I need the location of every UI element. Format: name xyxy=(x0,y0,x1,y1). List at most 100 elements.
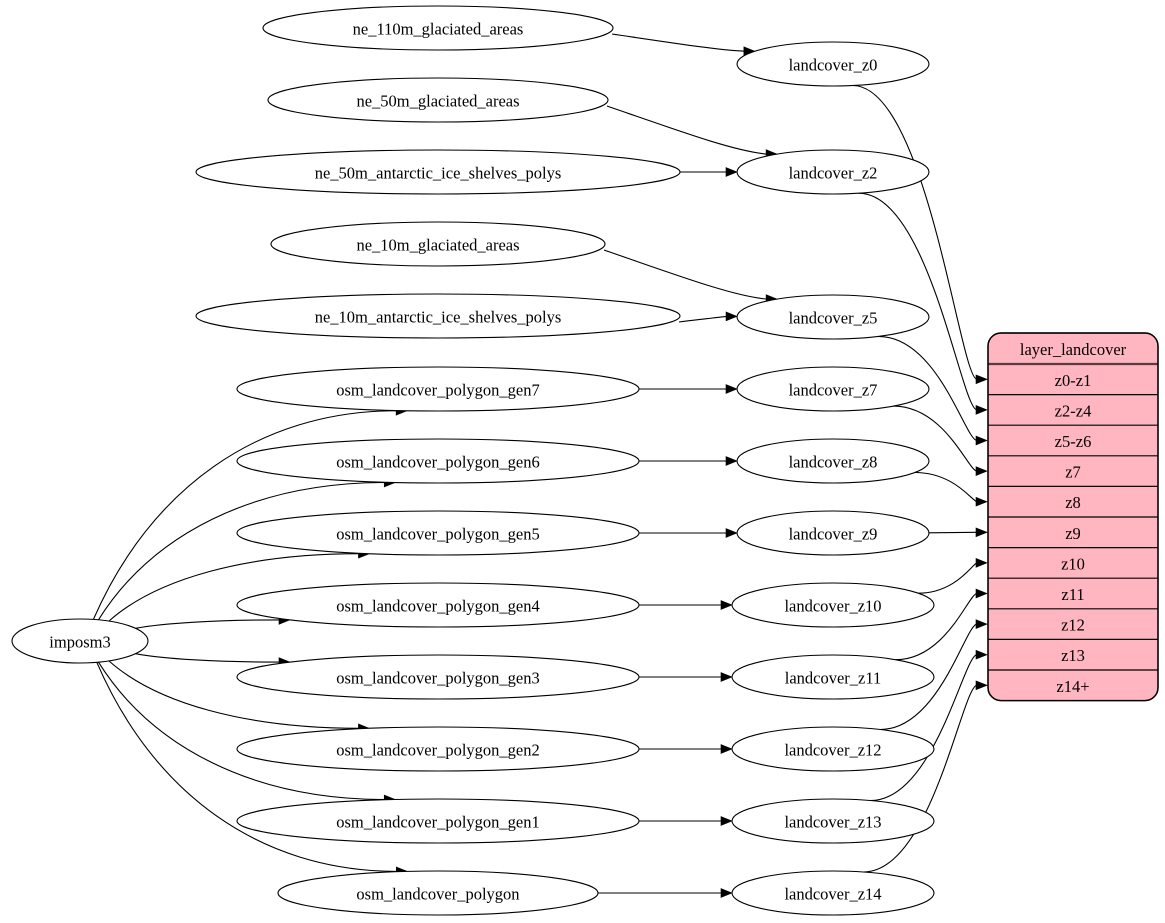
edge-landcover-to-table-row xyxy=(858,192,978,411)
node-landcover-z7[interactable]: landcover_z7 xyxy=(736,366,930,412)
node-shape xyxy=(236,582,640,628)
node-landcover-z9[interactable]: landcover_z9 xyxy=(736,510,930,556)
node-landcover-z10[interactable]: landcover_z10 xyxy=(731,582,935,628)
edge-arrowhead xyxy=(975,466,988,476)
node-label: landcover_z11 xyxy=(785,669,882,688)
table-row-label: z12 xyxy=(1061,616,1085,635)
node-osm-landcover-polygon-gen7[interactable]: osm_landcover_polygon_gen7 xyxy=(236,366,640,412)
node-osm-landcover-polygon-gen5[interactable]: osm_landcover_polygon_gen5 xyxy=(236,510,640,556)
node-shape xyxy=(736,366,930,412)
edge-arrowhead xyxy=(975,588,988,599)
node-landcover-z13[interactable]: landcover_z13 xyxy=(731,798,935,844)
node-osm-landcover-polygon-gen1[interactable]: osm_landcover_polygon_gen1 xyxy=(236,798,640,844)
node-label: landcover_z14 xyxy=(784,885,881,904)
node-label: landcover_z13 xyxy=(784,813,881,832)
node-landcover-z0[interactable]: landcover_z0 xyxy=(736,41,930,87)
node-landcover-z2[interactable]: landcover_z2 xyxy=(736,149,930,195)
node-shape xyxy=(236,726,640,772)
node-label: osm_landcover_polygon_gen1 xyxy=(336,813,539,832)
node-osm-landcover-polygon[interactable]: osm_landcover_polygon xyxy=(277,870,599,916)
node-osm-landcover-polygon-gen2[interactable]: osm_landcover_polygon_gen2 xyxy=(236,726,640,772)
table-row-label: z5-z6 xyxy=(1055,432,1092,451)
edge-ne-to-landcover xyxy=(611,33,745,52)
edge-landcover-to-table-row xyxy=(893,405,978,472)
node-label: landcover_z9 xyxy=(789,525,878,544)
table-row[interactable]: z12 xyxy=(988,609,1158,640)
node-label: osm_landcover_polygon xyxy=(356,885,519,904)
node-shape xyxy=(236,654,640,700)
edge-imposm3-to-osm xyxy=(135,619,281,629)
node-shape xyxy=(736,149,930,195)
node-landcover-z14[interactable]: landcover_z14 xyxy=(731,870,935,916)
node-ne-50m-glaciated-areas[interactable]: ne_50m_glaciated_areas xyxy=(267,77,609,123)
edge-arrowhead xyxy=(975,496,988,507)
node-osm-landcover-polygon-gen6[interactable]: osm_landcover_polygon_gen6 xyxy=(236,438,640,484)
table-outline xyxy=(987,332,1159,702)
node-label: ne_10m_antarctic_ice_shelves_polys xyxy=(315,308,562,327)
node-landcover-z8[interactable]: landcover_z8 xyxy=(736,438,930,484)
node-landcover-z5[interactable]: landcover_z5 xyxy=(736,294,930,340)
node-shape xyxy=(262,5,614,51)
node-shape xyxy=(236,438,640,484)
edge-arrowhead xyxy=(975,374,988,385)
table-row[interactable]: z13 xyxy=(988,639,1158,670)
table-row[interactable]: z9 xyxy=(988,517,1158,548)
node-shape xyxy=(277,870,599,916)
node-label: landcover_z2 xyxy=(789,164,878,183)
node-ne-10m-glaciated-areas[interactable]: ne_10m_glaciated_areas xyxy=(270,221,606,267)
table-row[interactable]: z11 xyxy=(988,578,1158,609)
edge-imposm3-to-osm xyxy=(98,661,386,801)
table-row[interactable]: z10 xyxy=(988,548,1158,579)
node-shape xyxy=(236,798,640,844)
node-shape xyxy=(267,77,609,123)
edge-landcover-to-table-row xyxy=(870,654,978,802)
node-osm-landcover-polygon-gen4[interactable]: osm_landcover_polygon_gen4 xyxy=(236,582,640,628)
table-row-label: z9 xyxy=(1065,524,1081,543)
edge-arrowhead xyxy=(720,816,733,826)
edge-arrowhead xyxy=(975,435,988,446)
table-row[interactable]: z5-z6 xyxy=(988,425,1158,456)
edge-imposm3-to-osm xyxy=(135,653,281,663)
table-row[interactable]: z14+ xyxy=(988,670,1158,701)
table-row-label: z0-z1 xyxy=(1055,371,1092,390)
node-landcover-z12[interactable]: landcover_z12 xyxy=(731,726,935,772)
table-row-label: z8 xyxy=(1065,493,1081,512)
table-row-label: z7 xyxy=(1065,463,1081,482)
edge-landcover-to-table-row xyxy=(852,84,978,380)
edge-arrowhead xyxy=(975,405,988,415)
node-landcover-z11[interactable]: landcover_z11 xyxy=(731,654,935,700)
node-label: landcover_z8 xyxy=(789,453,878,472)
edge-landcover-to-table-row xyxy=(928,531,978,534)
edge-imposm3-to-osm xyxy=(92,410,398,620)
node-ne-110m-glaciated-areas[interactable]: ne_110m_glaciated_areas xyxy=(262,5,614,51)
node-shape xyxy=(11,618,149,664)
node-shape xyxy=(736,438,930,484)
edge-arrowhead xyxy=(975,619,988,629)
edge-landcover-to-table-row xyxy=(863,684,978,873)
edge-imposm3-to-osm xyxy=(98,481,386,621)
node-ne-10m-antarctic-ice-shelves-polys[interactable]: ne_10m_antarctic_ice_shelves_polys xyxy=(195,293,681,339)
node-label: landcover_z0 xyxy=(789,56,878,75)
edge-landcover-to-table-row xyxy=(878,335,978,442)
edge-ne-to-landcover xyxy=(606,105,768,155)
node-label: landcover_z5 xyxy=(789,309,878,328)
node-shape xyxy=(731,798,935,844)
node-osm-landcover-polygon-gen3[interactable]: osm_landcover_polygon_gen3 xyxy=(236,654,640,700)
edge-ne-to-landcover xyxy=(603,249,768,300)
edge-landcover-to-table-row xyxy=(895,592,978,661)
table-row[interactable]: z2-z4 xyxy=(988,395,1158,426)
node-label: landcover_z12 xyxy=(784,741,881,760)
node-ne-50m-antarctic-ice-shelves-polys[interactable]: ne_50m_antarctic_ice_shelves_polys xyxy=(195,149,681,195)
table-row-label: z10 xyxy=(1061,554,1085,573)
table-row[interactable]: z8 xyxy=(988,486,1158,517)
edge-arrowhead xyxy=(720,672,733,682)
table-row[interactable]: z7 xyxy=(988,456,1158,487)
node-label: ne_50m_antarctic_ice_shelves_polys xyxy=(315,164,562,183)
node-shape xyxy=(736,510,930,556)
node-imposm3[interactable]: imposm3 xyxy=(11,618,149,664)
edge-arrowhead xyxy=(975,558,988,568)
node-shape xyxy=(736,41,930,87)
table-row[interactable]: z0-z1 xyxy=(988,364,1158,395)
